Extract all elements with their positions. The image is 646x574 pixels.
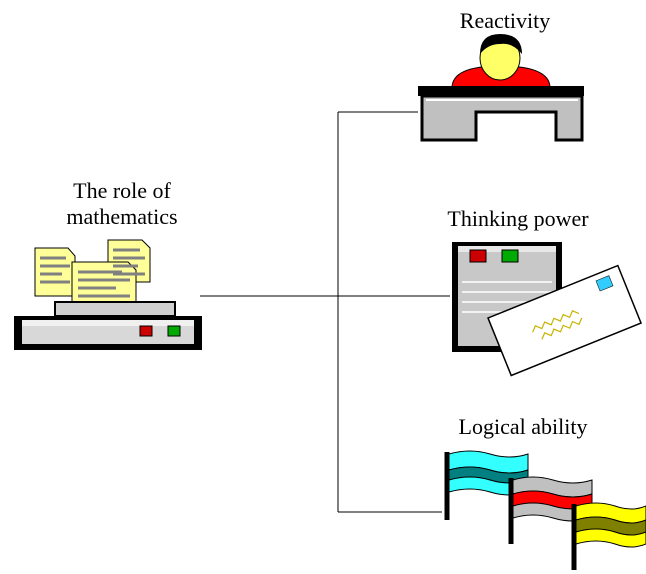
- printer-with-documents-icon: [14, 239, 202, 350]
- connectors: [200, 111, 450, 513]
- child-label-thinking-power: Thinking power: [447, 206, 589, 231]
- child-label-reactivity: Reactivity: [459, 8, 551, 33]
- child-label-logical-ability: Logical ability: [458, 414, 588, 439]
- root-label-line2: mathematics: [66, 204, 178, 229]
- root-label: The role of mathematics: [22, 178, 222, 230]
- person-at-desk-icon: [418, 34, 584, 142]
- flags-icon: [444, 450, 646, 570]
- root-label-line1: The role of: [73, 178, 171, 203]
- computer-tower-with-envelope-icon: [452, 242, 643, 377]
